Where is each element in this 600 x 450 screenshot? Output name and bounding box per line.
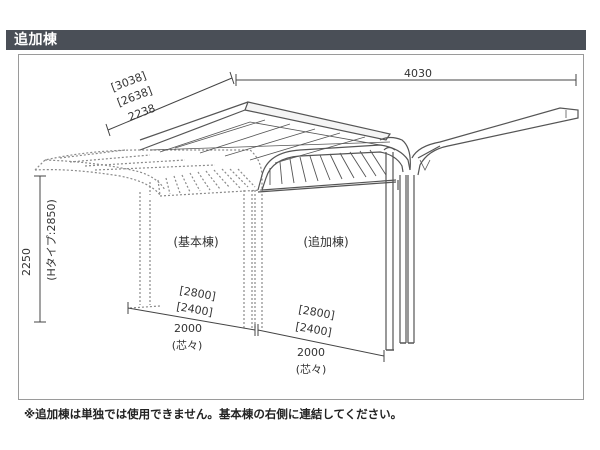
section-header: 追加棟: [6, 30, 586, 50]
height-main-label: 2250: [20, 248, 33, 276]
diagram-panel: [18, 54, 584, 400]
add-bottom-dim-2: [2400]: [294, 320, 332, 339]
base-unit-roof: [34, 149, 263, 330]
base-bottom-dim-1: [2800]: [178, 284, 216, 303]
section-title: 追加棟: [14, 32, 58, 48]
base-bottom-dim-2: [2400]: [175, 300, 213, 319]
add-bottom-dim-1: [2800]: [297, 303, 335, 322]
base-bottom-dim-3: 2000: [174, 322, 202, 335]
width-total-label: 4030: [404, 67, 432, 80]
add-unit-label: (追加棟): [303, 234, 348, 249]
add-bottom-dim-3: 2000: [297, 346, 325, 359]
base-unit-label: (基本棟): [173, 234, 218, 249]
dimension-lines: [34, 71, 577, 362]
base-bottom-dim-4: (芯々): [172, 338, 203, 352]
add-unit-roof: [139, 101, 579, 351]
footnote: ※追加棟は単独では使用できません。基本棟の右側に連結してください。: [24, 407, 403, 421]
add-bottom-dim-4: (芯々): [296, 362, 327, 376]
height-h-label: (Hタイプ:2850): [45, 199, 58, 281]
